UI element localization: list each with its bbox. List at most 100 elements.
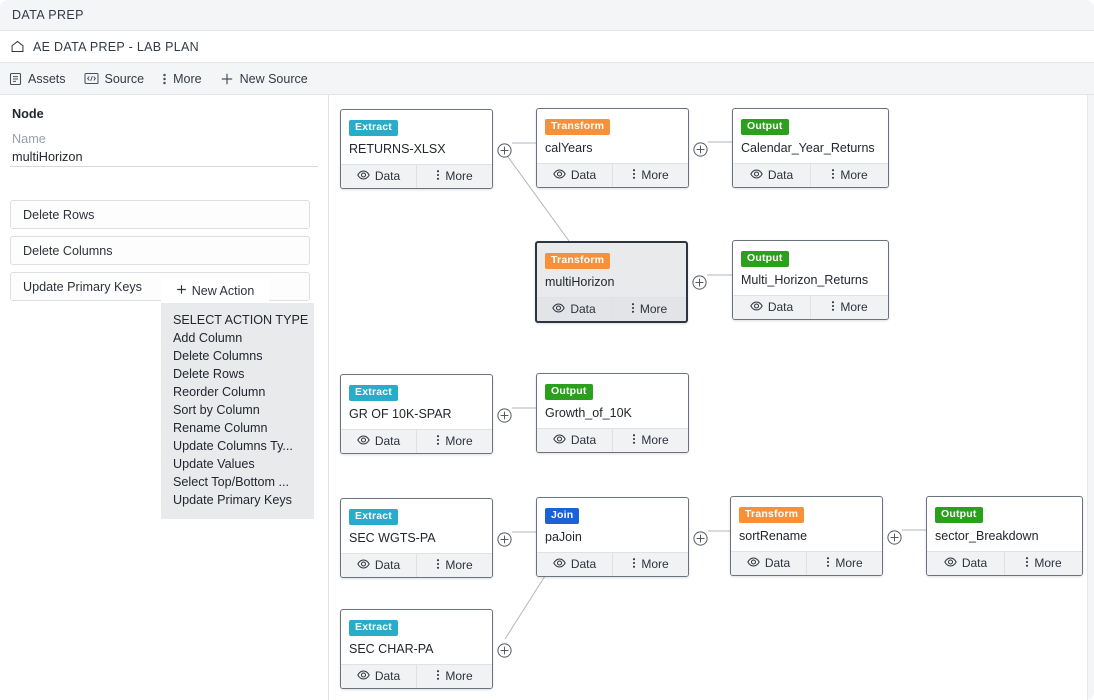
eye-icon [747,556,760,570]
node-output-port-plus-icon[interactable] [497,532,512,547]
node-data-button[interactable]: Data [537,429,612,452]
plus-icon [176,284,187,298]
node-more-button[interactable]: More [810,163,888,187]
node-more-button[interactable]: More [416,664,492,688]
node-output-port-plus-icon[interactable] [692,275,707,290]
panel-section-title: Node [12,107,44,121]
node-data-button[interactable]: Data [537,298,611,321]
eye-icon [357,169,370,183]
node-name-value[interactable]: multiHorizon [12,150,83,164]
node-name: RETURNS-XLSX [349,141,446,156]
node-more-button[interactable]: More [806,551,882,575]
node-data-button[interactable]: Data [341,554,416,577]
assets-label: Assets [28,71,66,86]
home-icon[interactable] [10,39,25,54]
node-more-button[interactable]: More [416,164,492,188]
node-type-row: Transform [537,109,688,135]
menu-item[interactable]: Update Columns Ty... [173,439,293,453]
node-more-button[interactable]: More [416,553,492,577]
assets-button[interactable]: Assets [9,72,66,86]
node-more-button[interactable]: More [611,297,686,321]
node-data-button[interactable]: Data [731,552,806,575]
node-output-port-plus-icon[interactable] [497,408,512,423]
menu-item[interactable]: Rename Column [173,421,268,435]
source-button[interactable]: Source [83,72,144,86]
node-more-button[interactable]: More [612,428,688,452]
node-more-button[interactable]: More [810,295,888,319]
node-more-button[interactable]: More [612,552,688,576]
node-output-port-plus-icon[interactable] [693,531,708,546]
node-more-label: More [445,169,473,183]
node-data-button[interactable]: Data [341,665,416,688]
action-chip[interactable]: Delete Columns [10,236,310,265]
node-data-label: Data [570,557,597,571]
node-data-button[interactable]: Data [927,552,1004,575]
new-action-button[interactable]: New Action [161,278,269,303]
vertical-dots-icon [436,169,440,184]
vertical-dots-icon [826,556,830,571]
node-output-port-plus-icon[interactable] [693,142,708,157]
menu-item[interactable]: Add Column [173,331,243,345]
menu-item[interactable]: Delete Rows [173,367,245,381]
new-action-label: New Action [191,283,255,298]
eye-icon [552,302,566,316]
toolbar: Assets Source More [0,63,1094,95]
menu-item[interactable]: Delete Columns [173,349,263,363]
node-name-label: Name [12,132,46,146]
node-type-row: Extract [341,375,492,401]
node-output-port-plus-icon[interactable] [497,643,512,658]
vertical-dots-icon [632,433,636,448]
action-chip[interactable]: Delete Rows [10,200,310,229]
menu-header: SELECT ACTION TYPE [173,313,309,327]
menu-item[interactable]: Update Primary Keys [173,493,292,507]
more-button[interactable]: More [162,72,202,86]
plus-icon [220,72,234,86]
new-source-button[interactable]: New Source [220,72,308,86]
node-data-button[interactable]: Data [733,296,810,319]
node-name: GR OF 10K-SPAR [349,406,452,421]
node-more-button[interactable]: More [612,163,688,187]
node-type-badge: Extract [349,385,399,401]
node-footer: Data More [537,551,688,576]
node-name: Calendar_Year_Returns [741,140,875,155]
node-data-label: Data [767,300,794,314]
node-data-button[interactable]: Data [537,553,612,576]
node-output-port-plus-icon[interactable] [497,143,512,158]
menu-item[interactable]: Reorder Column [173,385,266,399]
node-more-button[interactable]: More [1004,551,1082,575]
node-type-row: Extract [341,110,492,136]
node-type-badge: Extract [349,120,399,136]
node-output-port-plus-icon[interactable] [887,530,902,545]
menu-item[interactable]: Update Values [173,457,255,471]
node-more-button[interactable]: More [416,429,492,453]
menu-item[interactable]: Sort by Column [173,403,260,417]
node-data-button[interactable]: Data [733,164,810,187]
node-more-label: More [840,168,868,182]
node-type-row: Transform [537,243,686,269]
node-more-label: More [840,300,868,314]
eye-icon [750,300,763,314]
vertical-dots-icon [631,302,635,317]
node-data-button[interactable]: Data [341,430,416,453]
vertical-scrollbar[interactable] [1087,95,1094,700]
menu-item[interactable]: Select Top/Bottom ... [173,475,289,489]
node-data-button[interactable]: Data [341,165,416,188]
breadcrumb-label[interactable]: AE DATA PREP - LAB PLAN [33,39,199,54]
node-data-button[interactable]: Data [537,164,612,187]
